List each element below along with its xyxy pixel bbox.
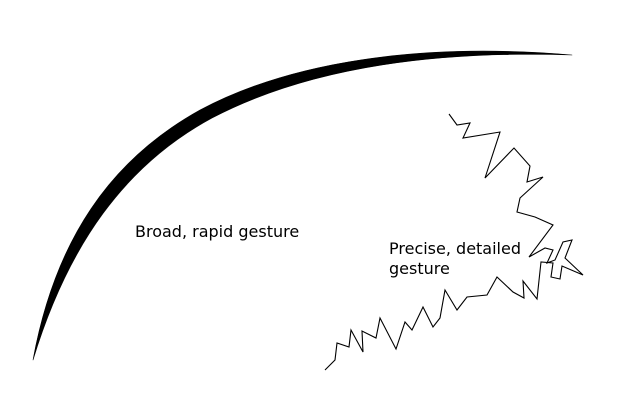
precise-gesture-label: Precise, detailed gesture: [389, 239, 521, 279]
precise-gesture-label-line2: gesture: [389, 259, 450, 278]
precise-gesture-label-line1: Precise, detailed: [389, 239, 521, 258]
precise-gesture-stroke: [324, 113, 584, 371]
broad-gesture-label: Broad, rapid gesture: [135, 222, 300, 241]
broad-gesture-stroke: [32, 50, 573, 361]
